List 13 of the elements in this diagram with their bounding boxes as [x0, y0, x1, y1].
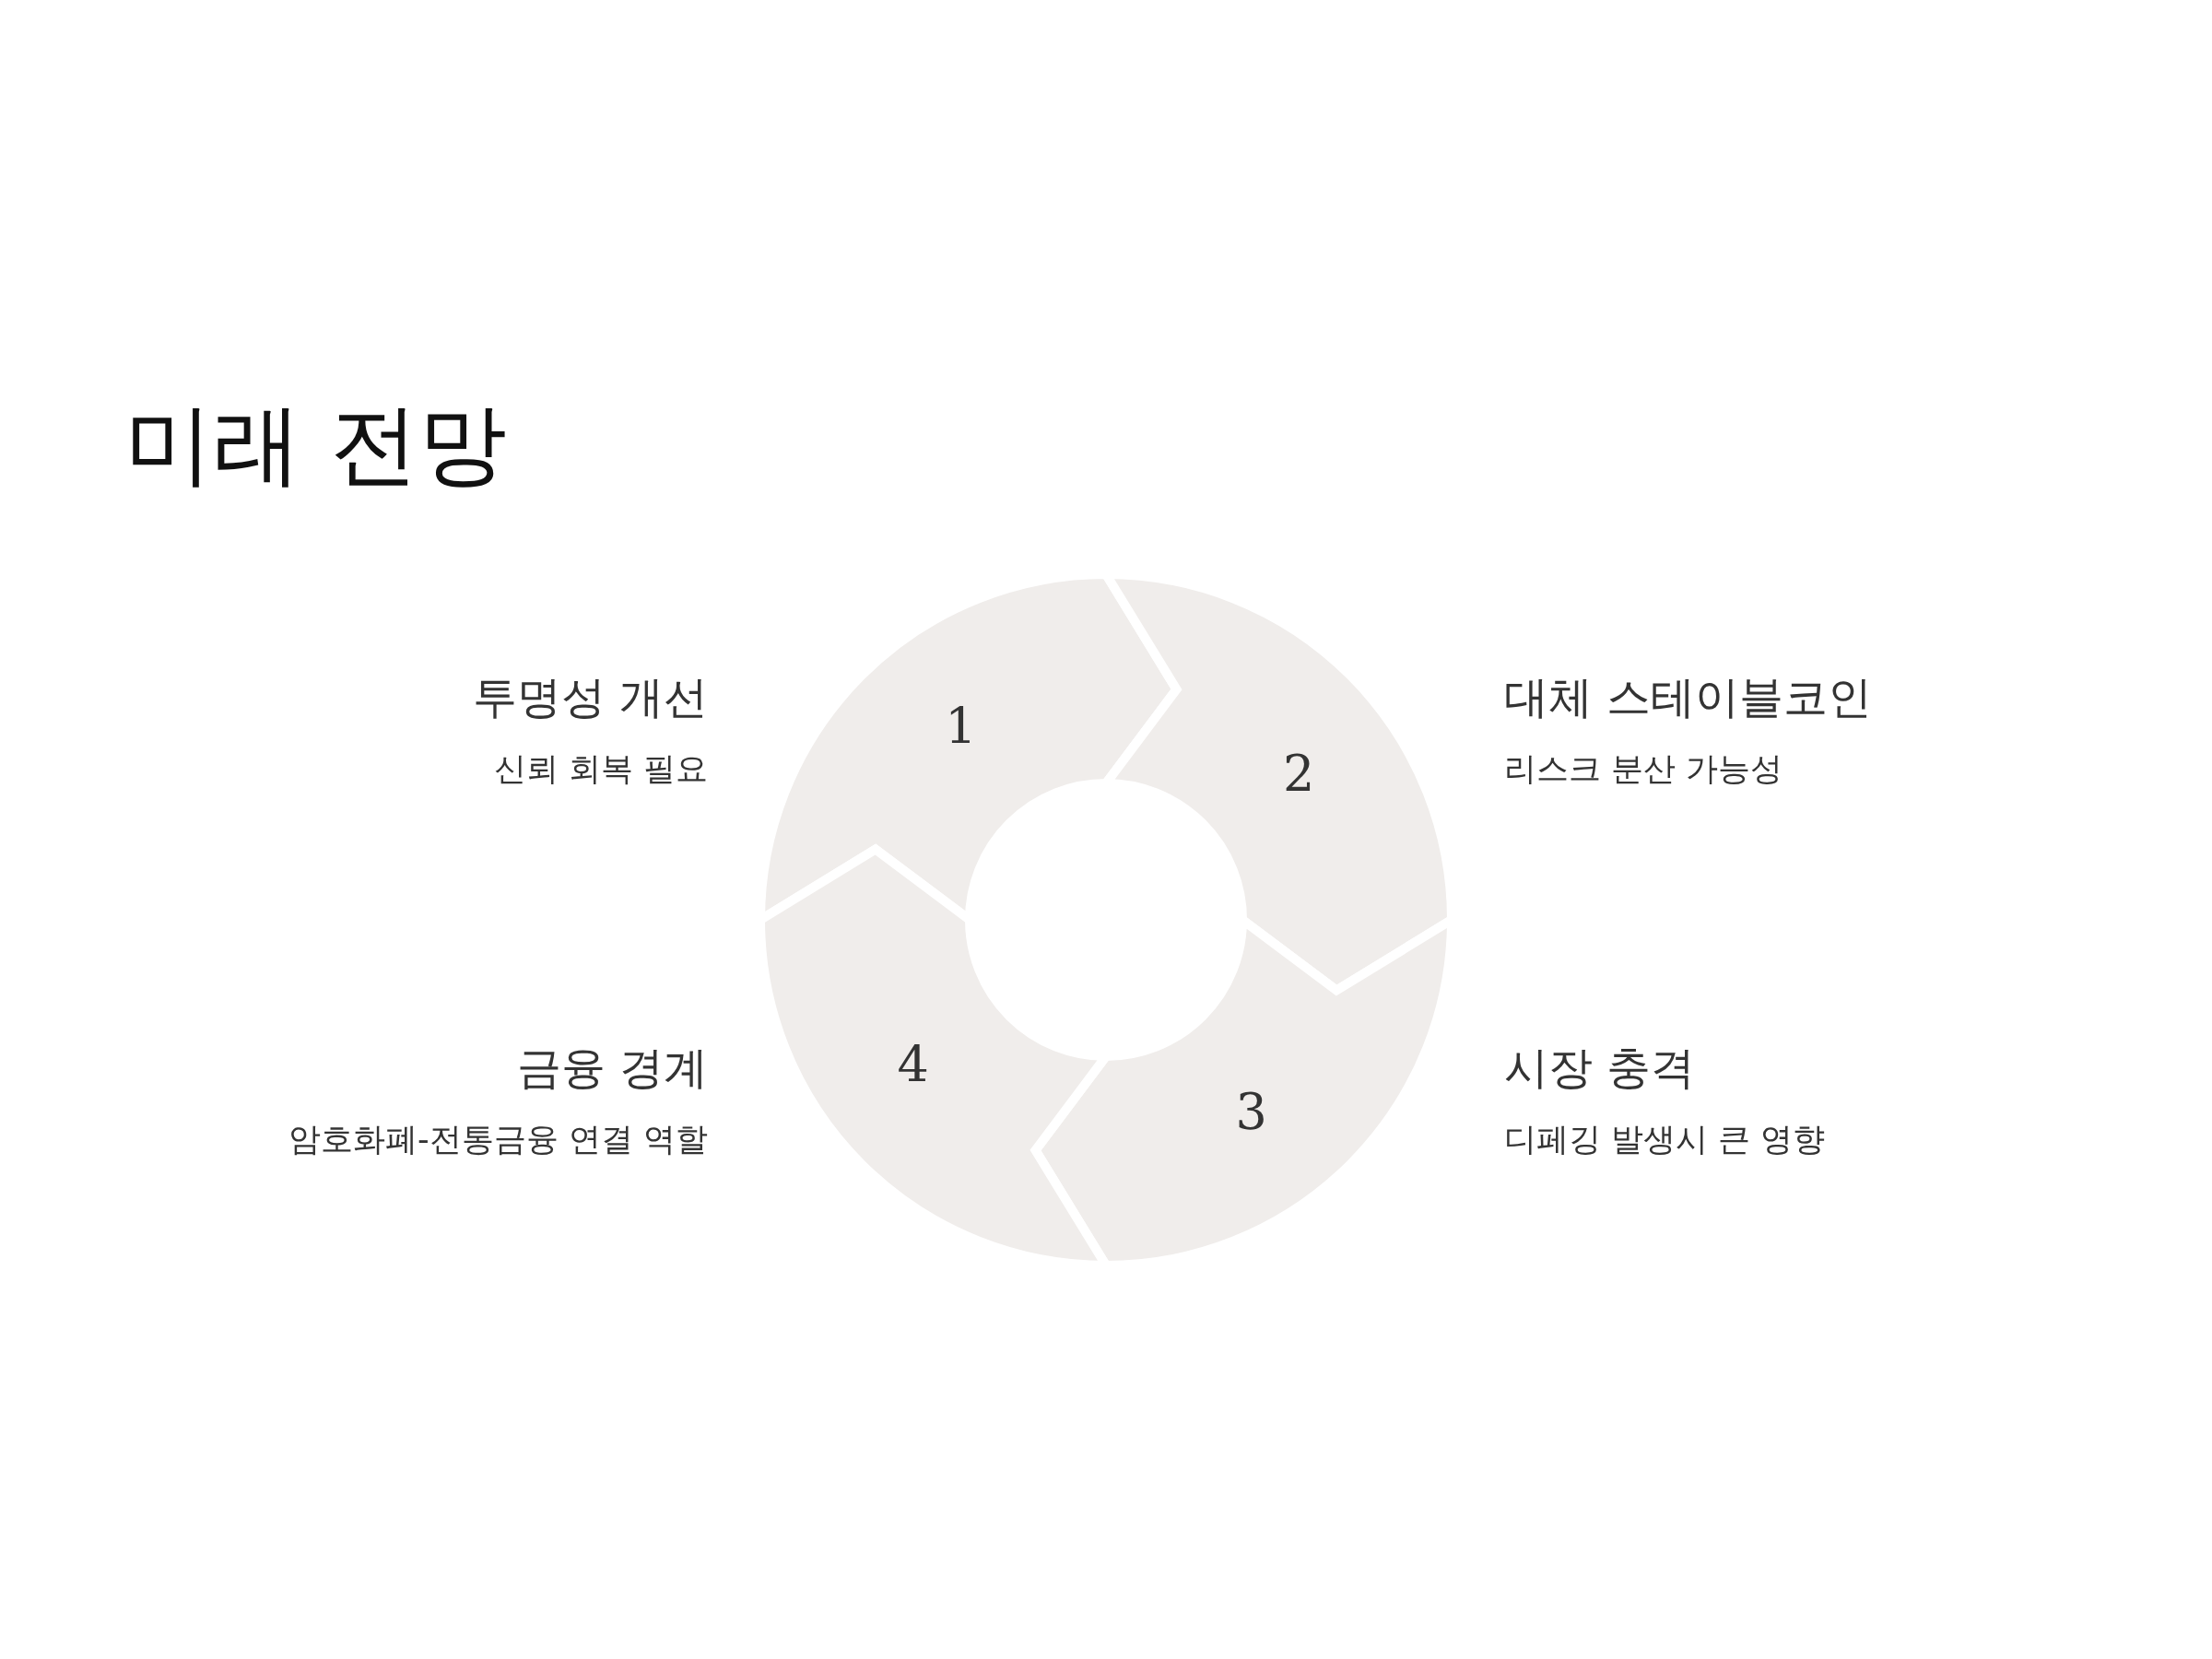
step-description: 신뢰 회복 필요: [493, 751, 708, 787]
step-number: 1: [945, 701, 977, 752]
step-description: 암호화폐-전통금융 연결 역할: [288, 1122, 708, 1158]
step-heading: 대체 스테이블코인: [1504, 673, 1873, 722]
step-heading: 금융 경계: [516, 1043, 708, 1092]
step-heading: 투명성 개선: [472, 673, 708, 722]
title: 미래 전망: [124, 396, 507, 494]
step-number: 2: [1283, 749, 1315, 800]
step-description: 리스크 분산 가능성: [1504, 751, 1783, 787]
step-number: 4: [897, 1040, 929, 1090]
step-heading: 시장 충격: [1504, 1043, 1696, 1092]
step-description: 디페깅 발생시 큰 영향: [1504, 1122, 1826, 1158]
step-number: 3: [1235, 1088, 1267, 1138]
